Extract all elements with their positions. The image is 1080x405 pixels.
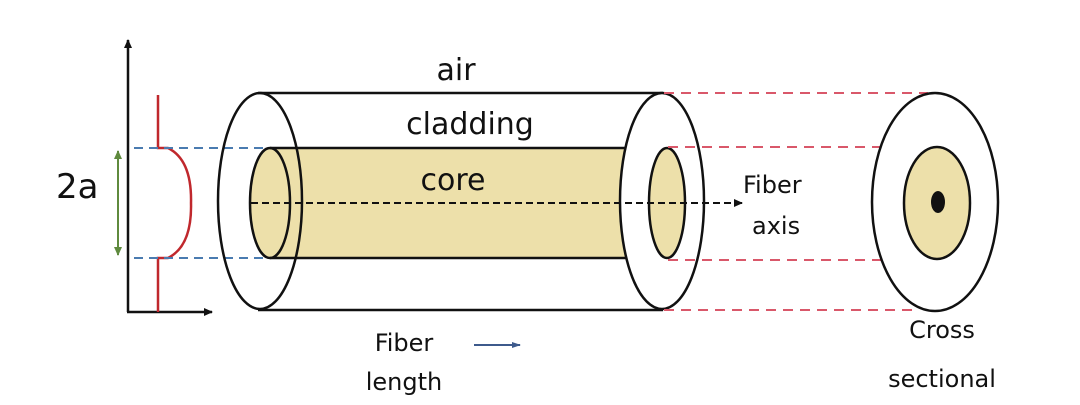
profile-axes — [124, 39, 213, 316]
fiber-length-label-line2: length — [366, 368, 443, 396]
cladding-left-end — [216, 91, 304, 311]
fiber-cylinder — [216, 91, 706, 312]
fiber-axis-label-line1: Fiber — [743, 171, 802, 199]
cross-section — [870, 91, 1000, 313]
fiber-axis-label-line2: axis — [752, 212, 800, 240]
fiber-length-label-line1: Fiber — [375, 329, 434, 357]
index-profile-curve — [156, 95, 193, 312]
air-label: air — [436, 53, 476, 88]
core-right-end — [647, 146, 687, 260]
core-diameter-label: 2a — [56, 167, 98, 207]
cross-section-label-line1: Cross — [909, 316, 975, 344]
cross-section-center-dot — [931, 191, 945, 213]
cross-section-label-line2: sectional — [888, 365, 996, 393]
core-label: core — [421, 163, 486, 198]
cladding-label: cladding — [406, 107, 534, 142]
